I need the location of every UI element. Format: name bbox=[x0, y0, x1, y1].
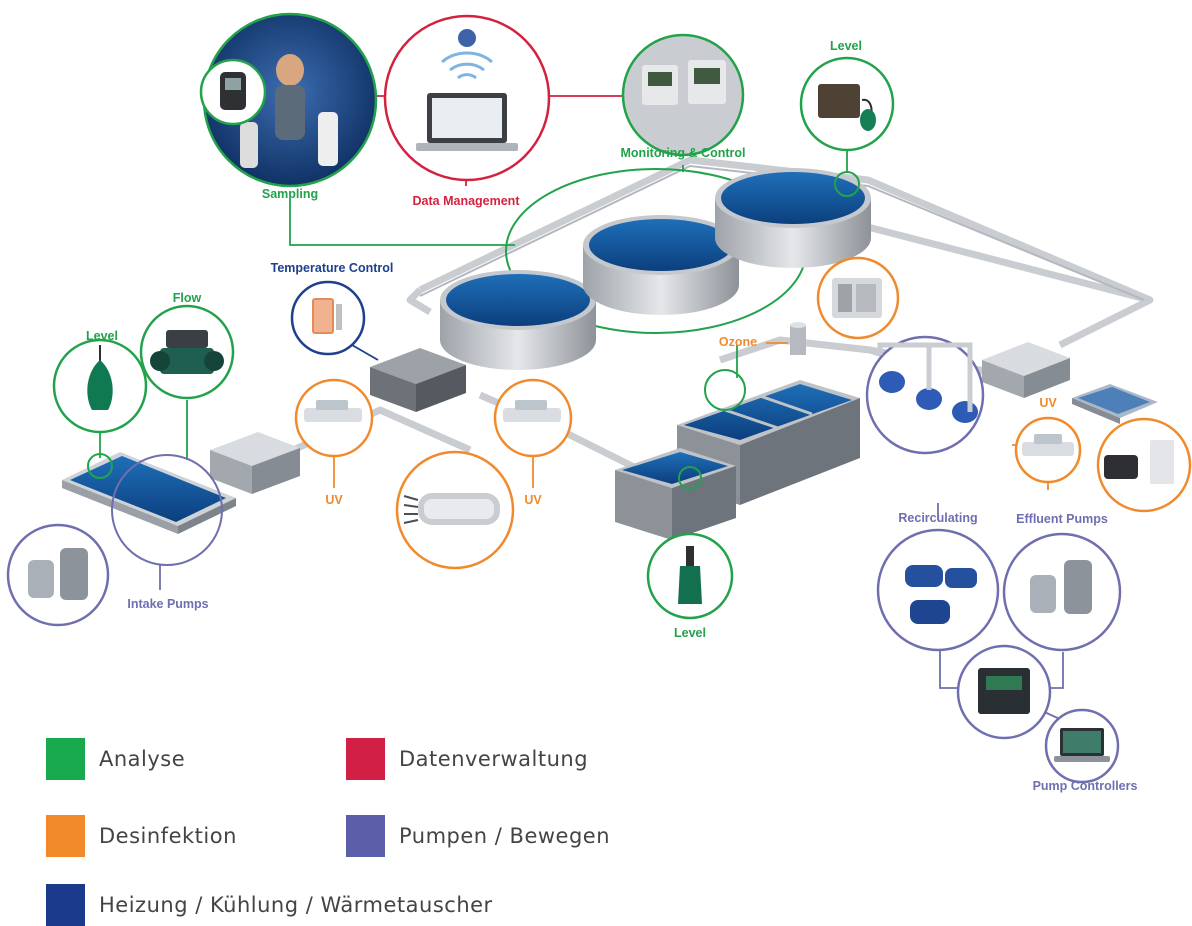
chiller-callout bbox=[816, 256, 900, 340]
flow-callout bbox=[139, 304, 235, 400]
legend-swatch-datenverwaltung bbox=[346, 738, 385, 780]
sensor-point-basin bbox=[704, 369, 746, 411]
laptop-controller-bubble bbox=[1044, 708, 1120, 784]
round-tank-left bbox=[440, 270, 596, 370]
legend-label-datenverwaltung: Datenverwaltung bbox=[399, 747, 589, 771]
legend-swatch-pumpen bbox=[346, 815, 385, 857]
level-sensor-point-left bbox=[87, 453, 113, 479]
monitoring-control-callout bbox=[621, 33, 745, 157]
round-tank-right bbox=[715, 168, 871, 268]
label-monitoring-control: Monitoring & Control bbox=[620, 146, 746, 160]
effluent-pump-image-bubble bbox=[1002, 532, 1122, 652]
heat-exchanger-box bbox=[370, 348, 466, 412]
effluent-unit bbox=[1072, 384, 1158, 424]
recirculating-pump-image-bubble bbox=[876, 528, 1000, 652]
filter-box-left bbox=[210, 432, 300, 494]
biofilter-basin bbox=[677, 380, 860, 505]
label-level-left: Level bbox=[86, 329, 118, 343]
label-uv-left: UV bbox=[325, 493, 343, 507]
label-uv-middle: UV bbox=[524, 493, 542, 507]
data-management-callout bbox=[383, 14, 551, 182]
level-sensor-point-top bbox=[834, 171, 860, 197]
label-ozone: Ozone bbox=[718, 335, 758, 349]
legend-swatch-desinfektion bbox=[46, 815, 85, 857]
label-sampling: Sampling bbox=[261, 187, 319, 201]
legend-label-pumpen: Pumpen / Bewegen bbox=[399, 824, 611, 848]
uv-left-callout bbox=[294, 378, 374, 458]
legend-label-heizung: Heizung / Kühlung / Wärmetauscher bbox=[99, 893, 493, 917]
uv-right-callout bbox=[1014, 416, 1082, 484]
temperature-control-callout bbox=[290, 280, 366, 356]
label-uv-right: UV bbox=[1039, 396, 1057, 410]
level-sensor-point-bottom bbox=[678, 466, 702, 490]
recirculating-callout bbox=[865, 335, 985, 455]
legend-swatch-heizung bbox=[46, 884, 85, 926]
label-temperature-control: Temperature Control bbox=[270, 261, 394, 275]
legend-label-desinfektion: Desinfektion bbox=[99, 824, 237, 848]
pump-controller-bubble bbox=[956, 644, 1052, 740]
filter-box-right bbox=[982, 342, 1070, 398]
label-effluent-pumps: Effluent Pumps bbox=[1016, 512, 1108, 526]
label-level-top: Level bbox=[830, 39, 862, 53]
legend-swatch-analyse bbox=[46, 738, 85, 780]
uv-middle-callout bbox=[493, 378, 573, 458]
uv-reactor-callout bbox=[395, 450, 515, 570]
heat-pump-callout bbox=[1096, 417, 1192, 513]
sampling-callout bbox=[202, 12, 378, 188]
label-recirculating: Recirculating bbox=[898, 511, 978, 525]
legend-label-analyse: Analyse bbox=[99, 747, 186, 771]
label-flow: Flow bbox=[172, 291, 202, 305]
level-top-callout bbox=[799, 56, 895, 152]
intake-pumps-scope bbox=[111, 454, 223, 566]
sump-basin bbox=[615, 448, 736, 540]
intake-pump-image-bubble bbox=[6, 523, 110, 627]
ozone-generator bbox=[790, 322, 806, 355]
level-left-callout bbox=[52, 338, 148, 434]
label-intake-pumps: Intake Pumps bbox=[127, 597, 209, 611]
label-pump-controllers: Pump Controllers bbox=[1032, 779, 1138, 793]
round-tank-middle bbox=[583, 215, 739, 315]
level-bottom-callout bbox=[646, 532, 734, 620]
label-data-management: Data Management bbox=[412, 194, 520, 208]
label-level-bottom: Level bbox=[674, 626, 706, 640]
